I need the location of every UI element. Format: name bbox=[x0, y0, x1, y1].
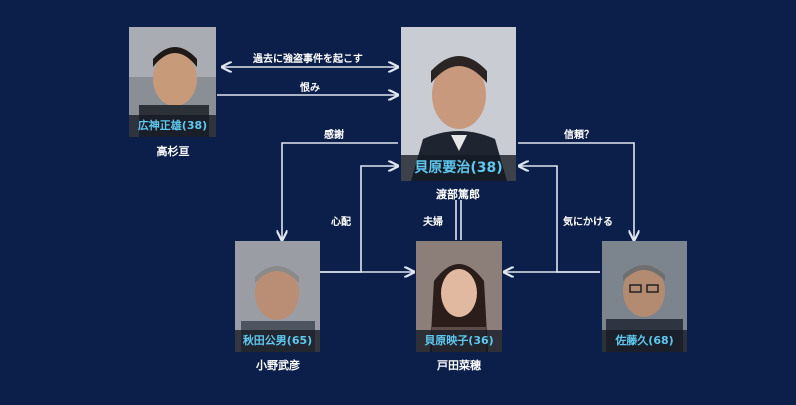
role-kaibara-eiko: 貝原映子(36) bbox=[416, 330, 502, 352]
label-worry: 心配 bbox=[331, 217, 351, 228]
role-kaibara-keiji: 貝原要治(38) bbox=[401, 155, 516, 181]
label-gratitude: 感謝 bbox=[324, 130, 344, 141]
actor-kaibara-keiji: 渡部篤郎 bbox=[436, 188, 480, 201]
label-married: 夫婦 bbox=[423, 217, 443, 228]
arrow-trust bbox=[518, 142, 634, 240]
actor-kaibara-eiko: 戸田菜穂 bbox=[437, 359, 481, 372]
actor-akita: 小野武彦 bbox=[256, 359, 300, 372]
portrait-kaibara-keiji[interactable]: 貝原要治(38) bbox=[401, 27, 516, 181]
label-past-robbery: 過去に強盗事件を起こす bbox=[253, 54, 363, 65]
role-hirokami: 広神正雄(38) bbox=[129, 115, 216, 137]
label-concern: 気にかける bbox=[563, 217, 613, 228]
portrait-hirokami[interactable]: 広神正雄(38) bbox=[129, 27, 216, 137]
actor-hirokami: 高杉亘 bbox=[156, 145, 190, 158]
label-trust: 信頼？ bbox=[564, 130, 594, 141]
arrow-gratitude bbox=[282, 142, 398, 240]
portrait-kaibara-eiko[interactable]: 貝原映子(36) bbox=[416, 241, 502, 352]
role-akita: 秋田公男(65) bbox=[235, 330, 320, 352]
role-sato: 佐藤久(68) bbox=[602, 330, 687, 352]
label-grudge: 恨み bbox=[300, 83, 320, 94]
portrait-sato[interactable]: 佐藤久(68) bbox=[602, 241, 687, 352]
portrait-akita[interactable]: 秋田公男(65) bbox=[235, 241, 320, 352]
